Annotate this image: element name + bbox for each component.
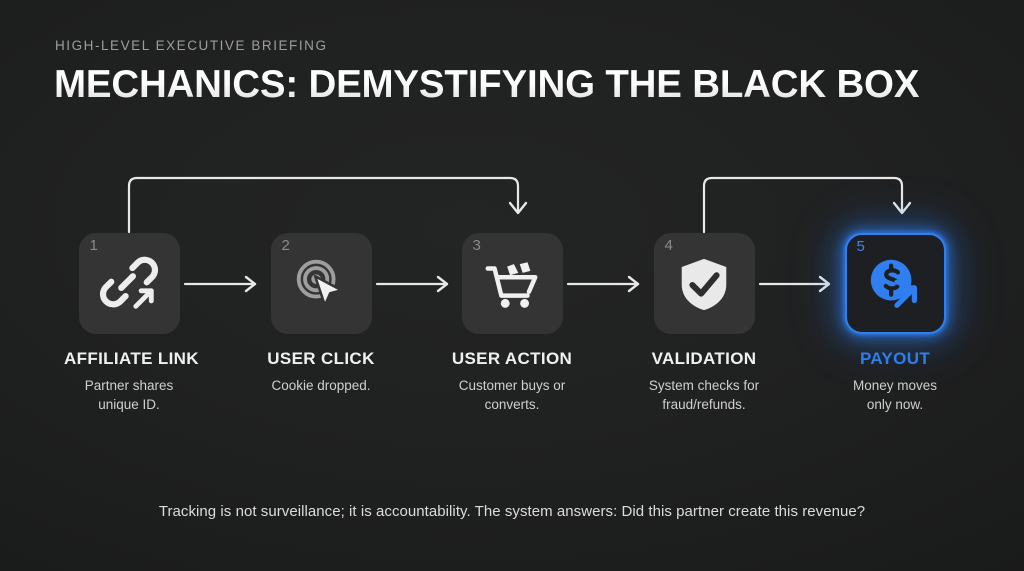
- step-card-user-click[interactable]: 2: [270, 233, 372, 334]
- step-number: 5: [856, 238, 865, 255]
- cursor-click-icon: [296, 259, 343, 307]
- step-description-line-1: Money moves: [852, 378, 938, 393]
- step-number: 1: [89, 237, 98, 254]
- flow-step-2[interactable]: 2 USER CLICK Cookie dropped.: [256, 233, 386, 395]
- step-description-line-1: Customer buys or: [458, 378, 566, 393]
- step-description-line-1: Partner shares: [84, 378, 174, 393]
- step-title: PAYOUT: [859, 349, 931, 368]
- step-description: Partner shares unique ID.: [64, 376, 194, 414]
- shopping-cart-icon: [485, 261, 538, 308]
- step-description: Money moves only now.: [830, 376, 960, 414]
- step-description-line-1: System checks for: [648, 378, 760, 393]
- step-title: USER CLICK: [267, 349, 375, 368]
- step-card-affiliate-link[interactable]: 1: [78, 233, 180, 334]
- arrow-step3-to-step4: [566, 275, 640, 293]
- link-icon: [99, 256, 159, 309]
- loop-step1-to-step3: [127, 176, 528, 234]
- page-title: MECHANICS: DEMYSTIFYING THE BLACK BOX: [54, 63, 920, 106]
- arrow-step4-to-step5: [758, 275, 831, 293]
- step-card-validation[interactable]: 4: [653, 233, 755, 334]
- step-description-line-2: fraud/refunds.: [662, 397, 746, 412]
- flow-step-5[interactable]: 5 PAYOUT Money moves: [830, 233, 960, 414]
- step-description-line-1: Cookie dropped.: [271, 378, 371, 393]
- step-description-line-2: only now.: [866, 397, 924, 412]
- flow-step-3[interactable]: 3 USER ACTION Customer buys or: [447, 233, 577, 414]
- dollar-growth-icon: [870, 259, 917, 308]
- loop-step4-to-step5: [702, 176, 912, 234]
- step-description: Cookie dropped.: [256, 376, 386, 395]
- flow-step-4[interactable]: 4 VALIDATION System checks for fraud/ref…: [639, 233, 769, 414]
- step-title: USER ACTION: [451, 349, 573, 368]
- eyebrow-label: HIGH-LEVEL EXECUTIVE BRIEFING: [55, 38, 328, 53]
- step-number: 2: [281, 237, 290, 254]
- step-title: VALIDATION: [651, 349, 757, 368]
- shield-check-icon: [681, 258, 727, 310]
- footer-caption: Tracking is not surveillance; it is acco…: [158, 503, 866, 520]
- step-card-payout[interactable]: 5: [844, 233, 946, 334]
- step-description: Customer buys or converts.: [447, 376, 577, 414]
- flow-step-1[interactable]: 1 AFFILIATE LINK Partner shares uniqu: [64, 233, 199, 414]
- step-number: 3: [472, 237, 481, 254]
- step-title: AFFILIATE LINK: [64, 349, 199, 368]
- step-description-line-2: converts.: [484, 397, 540, 412]
- step-number: 4: [664, 237, 673, 254]
- step-description: System checks for fraud/refunds.: [639, 376, 769, 414]
- step-card-user-action[interactable]: 3: [461, 233, 563, 334]
- arrow-step1-to-step2: [183, 275, 257, 293]
- step-description-line-2: unique ID.: [98, 397, 160, 412]
- arrow-step2-to-step3: [375, 275, 449, 293]
